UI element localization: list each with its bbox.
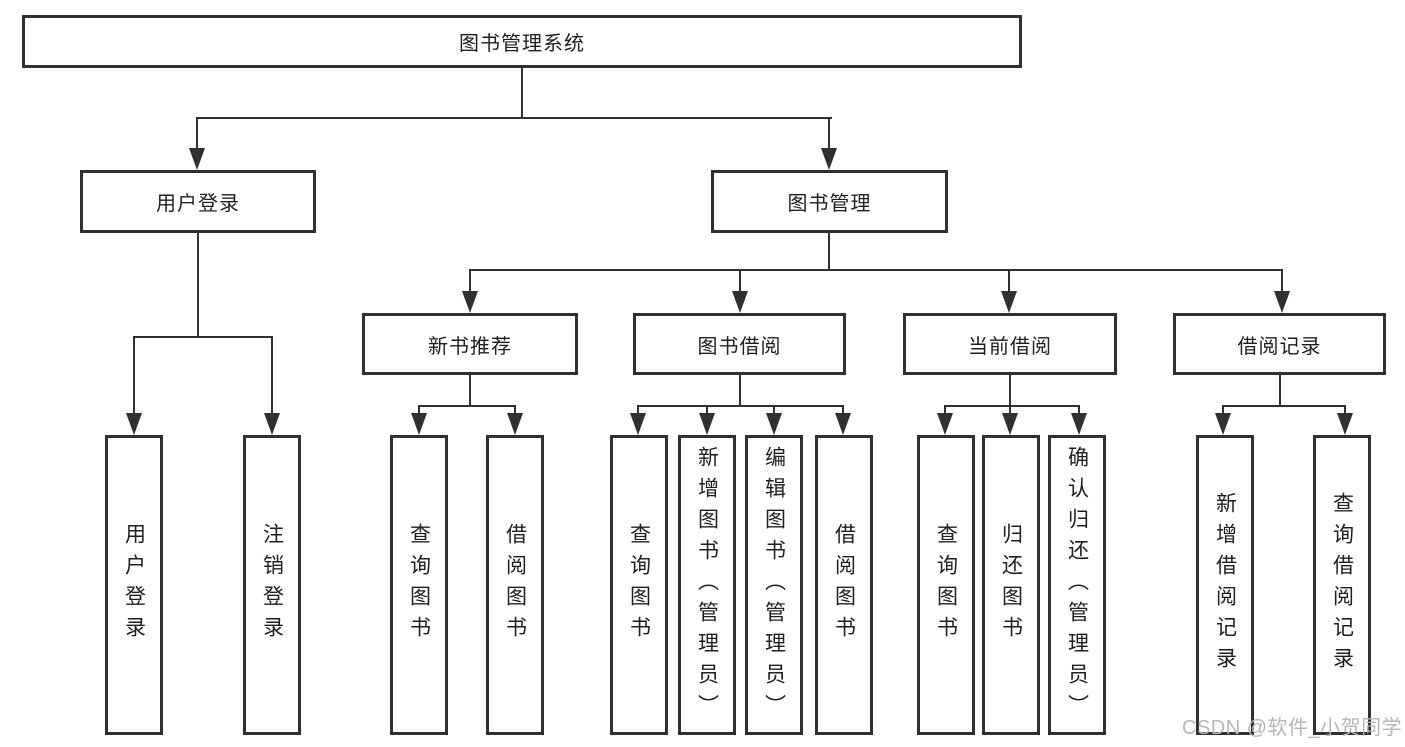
arrowhead [630, 413, 646, 435]
connector-line [469, 269, 471, 293]
connector-line [828, 117, 830, 150]
arrowhead [1274, 291, 1290, 313]
connector-line [637, 405, 844, 407]
leaf-query-books-1: 查询图书 [390, 435, 448, 735]
node-label: 用户登录 [122, 523, 146, 647]
leaf-logout: 注销登录 [243, 435, 301, 735]
arrowhead [264, 413, 280, 435]
connector-line [469, 269, 1283, 271]
arrowhead [189, 148, 205, 170]
node-label: 借阅图书 [503, 523, 527, 647]
node-label: 借阅记录 [1237, 335, 1322, 358]
connector-line [739, 269, 741, 293]
node-label: 注销登录 [260, 523, 284, 647]
arrowhead [821, 148, 837, 170]
connector-line [1222, 405, 1224, 415]
arrowhead [766, 413, 782, 435]
connector-line [1222, 405, 1346, 407]
arrowhead [732, 291, 748, 313]
leaf-confirm-return-admin: 确认归还（管理员） [1048, 435, 1106, 735]
arrowhead [462, 291, 478, 313]
connector-line [514, 405, 516, 415]
node-label: 归还图书 [999, 523, 1023, 647]
connector-line [271, 336, 273, 415]
connector-line [1344, 405, 1346, 415]
arrowhead [1215, 413, 1231, 435]
connector-line [828, 233, 830, 270]
connector-line [469, 375, 471, 407]
connector-line [1279, 375, 1281, 407]
connector-line [1078, 405, 1080, 415]
connector-line [418, 405, 516, 407]
arrowhead [1337, 413, 1353, 435]
connector-line [842, 405, 844, 415]
connector-line [1281, 269, 1283, 293]
connector-line [944, 405, 1080, 407]
node-label: 图书管理系统 [459, 33, 585, 55]
connector-line [944, 405, 946, 415]
connector-line [706, 405, 708, 415]
arrowhead [835, 413, 851, 435]
leaf-query-books-3: 查询图书 [917, 435, 975, 735]
connector-line [773, 405, 775, 415]
node-label: 借阅图书 [832, 523, 856, 647]
node-label: 当前借阅 [968, 335, 1052, 358]
arrowhead [699, 413, 715, 435]
connector-line [739, 375, 741, 407]
node-label: 查询借阅记录 [1330, 492, 1354, 678]
connector-line [196, 117, 832, 119]
node-label: 新书推荐 [428, 335, 512, 358]
connector-line [1008, 269, 1010, 293]
watermark-text: CSDN @软件_小贺同学 [1182, 717, 1403, 739]
connector-line [637, 405, 639, 415]
connector-line [418, 405, 420, 415]
node-label: 新增图书（管理员） [695, 445, 719, 725]
node-current-borrowing: 当前借阅 [903, 313, 1117, 375]
leaf-return-book: 归还图书 [982, 435, 1040, 735]
arrowhead [1001, 291, 1017, 313]
connector-line [1009, 405, 1011, 415]
connector-line [133, 336, 273, 338]
arrowhead [126, 413, 142, 435]
arrowhead [507, 413, 523, 435]
node-label: 图书借阅 [697, 335, 782, 358]
leaf-user-login: 用户登录 [105, 435, 163, 735]
leaf-query-borrow-record: 查询借阅记录 [1313, 435, 1371, 735]
node-new-book-recommend: 新书推荐 [362, 313, 578, 375]
node-library-management-system: 图书管理系统 [22, 15, 1022, 68]
connector-line [521, 68, 523, 118]
connector-line [1009, 375, 1011, 407]
node-label: 查询图书 [934, 523, 958, 647]
node-label: 查询图书 [407, 523, 431, 647]
leaf-borrow-books-2: 借阅图书 [815, 435, 873, 735]
node-borrow-records: 借阅记录 [1173, 313, 1386, 375]
node-label: 编辑图书（管理员） [762, 445, 786, 725]
arrowhead [1002, 413, 1018, 435]
node-label: 新增借阅记录 [1213, 492, 1237, 678]
connector-line [197, 233, 199, 337]
node-book-borrowing: 图书借阅 [633, 313, 846, 375]
node-label: 查询图书 [627, 523, 651, 647]
arrowhead [937, 413, 953, 435]
arrowhead [1071, 413, 1087, 435]
arrowhead [411, 413, 427, 435]
connector-line [133, 336, 135, 415]
node-label: 用户登录 [156, 193, 240, 215]
node-book-management: 图书管理 [711, 170, 948, 233]
leaf-edit-book-admin: 编辑图书（管理员） [745, 435, 803, 735]
leaf-add-book-admin: 新增图书（管理员） [678, 435, 736, 735]
connector-line [196, 117, 198, 150]
leaf-borrow-books-1: 借阅图书 [486, 435, 544, 735]
leaf-query-books-2: 查询图书 [610, 435, 668, 735]
node-label: 图书管理 [787, 193, 872, 215]
leaf-add-borrow-record: 新增借阅记录 [1196, 435, 1254, 735]
node-label: 确认归还（管理员） [1065, 445, 1089, 725]
node-user-login: 用户登录 [80, 170, 316, 233]
